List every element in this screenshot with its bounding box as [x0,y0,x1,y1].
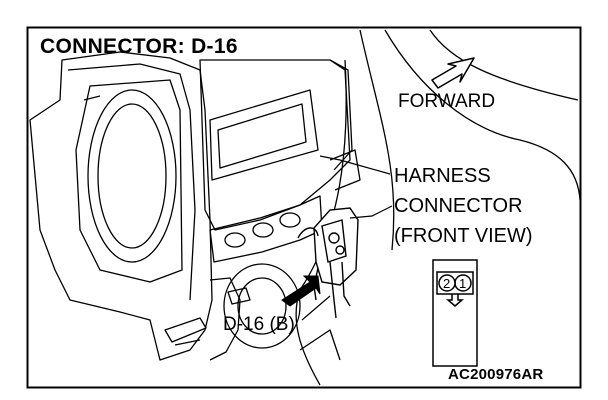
pin-label-2: 2 [443,276,451,291]
harness-connector-drawing [297,207,359,319]
figure-code: AC200976AR [448,366,544,383]
callout-line-1: HARNESS [394,165,491,187]
pin-label-1: 1 [459,276,467,291]
figure-frame [26,26,582,389]
diagram-title: CONNECTOR: D-16 [40,35,238,58]
callout-line-3: (FRONT VIEW) [394,225,533,247]
connector-face-icon [432,259,478,367]
forward-arrow-icon [431,57,475,89]
pointer-arrow [281,275,321,307]
callout-line-2: CONNECTOR [394,195,523,217]
leader-lines [301,155,393,321]
connector-id-label: D-16 (B) [223,314,295,335]
forward-label: FORWARD [398,91,496,112]
